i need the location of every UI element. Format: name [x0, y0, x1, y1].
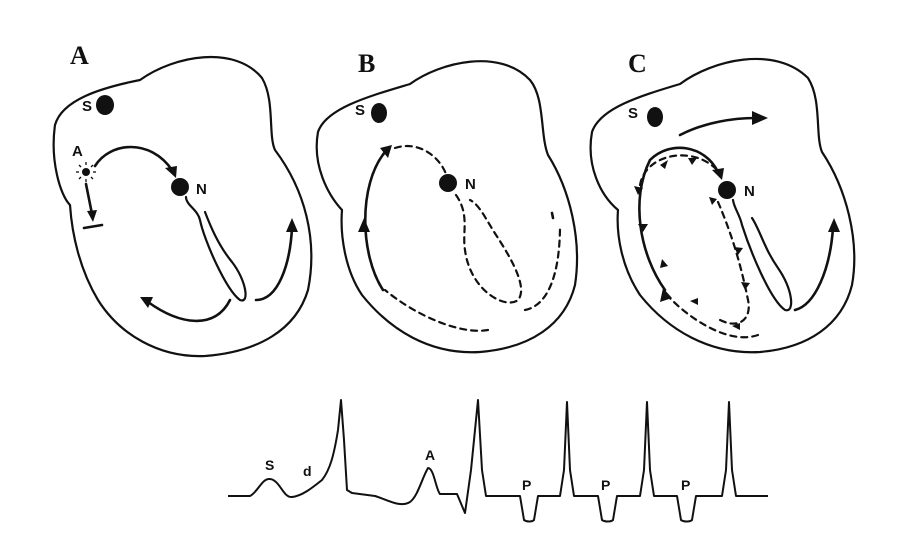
panel-c-arrowhead-right — [828, 218, 840, 232]
panel-a-impulse-to-node — [93, 145, 174, 172]
panel-b-dashed-right — [523, 223, 562, 312]
panel-c-dashed-circuit — [638, 154, 717, 187]
panel-a-sinus-node — [96, 95, 114, 115]
panel-c-solid-loop — [638, 146, 720, 292]
panel-a-septum — [184, 195, 247, 302]
panel-b-arrowhead-side — [358, 218, 370, 232]
panel-c-arrowhead-atrial — [752, 111, 768, 125]
panel-b-sinus-label: S — [355, 102, 365, 119]
panel-a-ectopic-focus — [76, 162, 96, 182]
panel-c-dashed-septum — [716, 200, 750, 325]
panel-b-heart-outline — [315, 60, 579, 354]
panel-a-arrowhead-right — [286, 218, 298, 232]
panel-a-sinus-label: S — [82, 98, 92, 115]
panel-a-right-conduction — [254, 226, 294, 302]
ecg-p-wave-label-2: P — [601, 477, 610, 493]
panel-b-av-node — [439, 174, 457, 192]
panel-c-av-label: N — [744, 183, 755, 200]
ecg-s-wave-label: S — [265, 457, 274, 473]
panel-b-av-label: N — [465, 176, 476, 193]
panel-c-heart-outline — [589, 57, 856, 354]
panel-b-dashed-septum — [454, 193, 523, 304]
ecg-trace: S d A P P P — [228, 399, 768, 523]
panel-c-sinus-node — [647, 107, 663, 127]
ecg-trace-line — [228, 399, 768, 523]
panel-c-right-conduction — [793, 226, 835, 312]
panel-a-ectopic-label: A — [72, 143, 83, 160]
panel-b-arrowhead-top — [380, 145, 392, 158]
panel-c-av-node — [718, 181, 736, 199]
panel-a-av-label: N — [196, 181, 207, 198]
panel-c-arrowhead-node — [712, 168, 724, 180]
panel-c-arrowhead-bottom — [660, 288, 672, 302]
ecg-d-wave-label: d — [303, 463, 312, 479]
ecg-a-wave-label: A — [425, 447, 435, 463]
panel-b-tick-mark — [550, 211, 555, 220]
panel-b: B S N — [315, 49, 579, 354]
ecg-p-wave-label-1: P — [522, 477, 531, 493]
panel-b-label: B — [358, 49, 375, 78]
panel-c-small-arrows — [634, 158, 750, 330]
panel-b-sinus-node — [371, 103, 387, 123]
panel-a-blocked-path — [84, 182, 94, 216]
panel-b-dashed-bottom — [383, 288, 490, 332]
panel-a-av-node — [171, 178, 189, 196]
panel-c-label: C — [628, 49, 647, 78]
panel-a: A S A N — [52, 41, 313, 358]
panel-c-dashed-bottom — [665, 293, 760, 339]
panel-a-arrowhead-block — [87, 210, 97, 222]
panel-a-arrowhead-left — [140, 297, 153, 308]
panel-a-label: A — [70, 41, 89, 70]
panel-a-block-bar — [82, 223, 104, 230]
panel-c-atrial-arrow — [678, 116, 757, 137]
panel-a-arrowhead-node — [165, 166, 177, 178]
ecg-p-wave-label-3: P — [681, 477, 690, 493]
panel-b-dashed-path — [393, 145, 448, 176]
panel-a-heart-outline — [52, 55, 313, 358]
panel-c-septum — [731, 198, 793, 312]
panel-c: C S N — [589, 49, 856, 354]
panel-b-solid-loop — [364, 150, 387, 292]
panel-c-sinus-label: S — [628, 105, 638, 122]
panel-a-left-conduction — [146, 298, 232, 323]
